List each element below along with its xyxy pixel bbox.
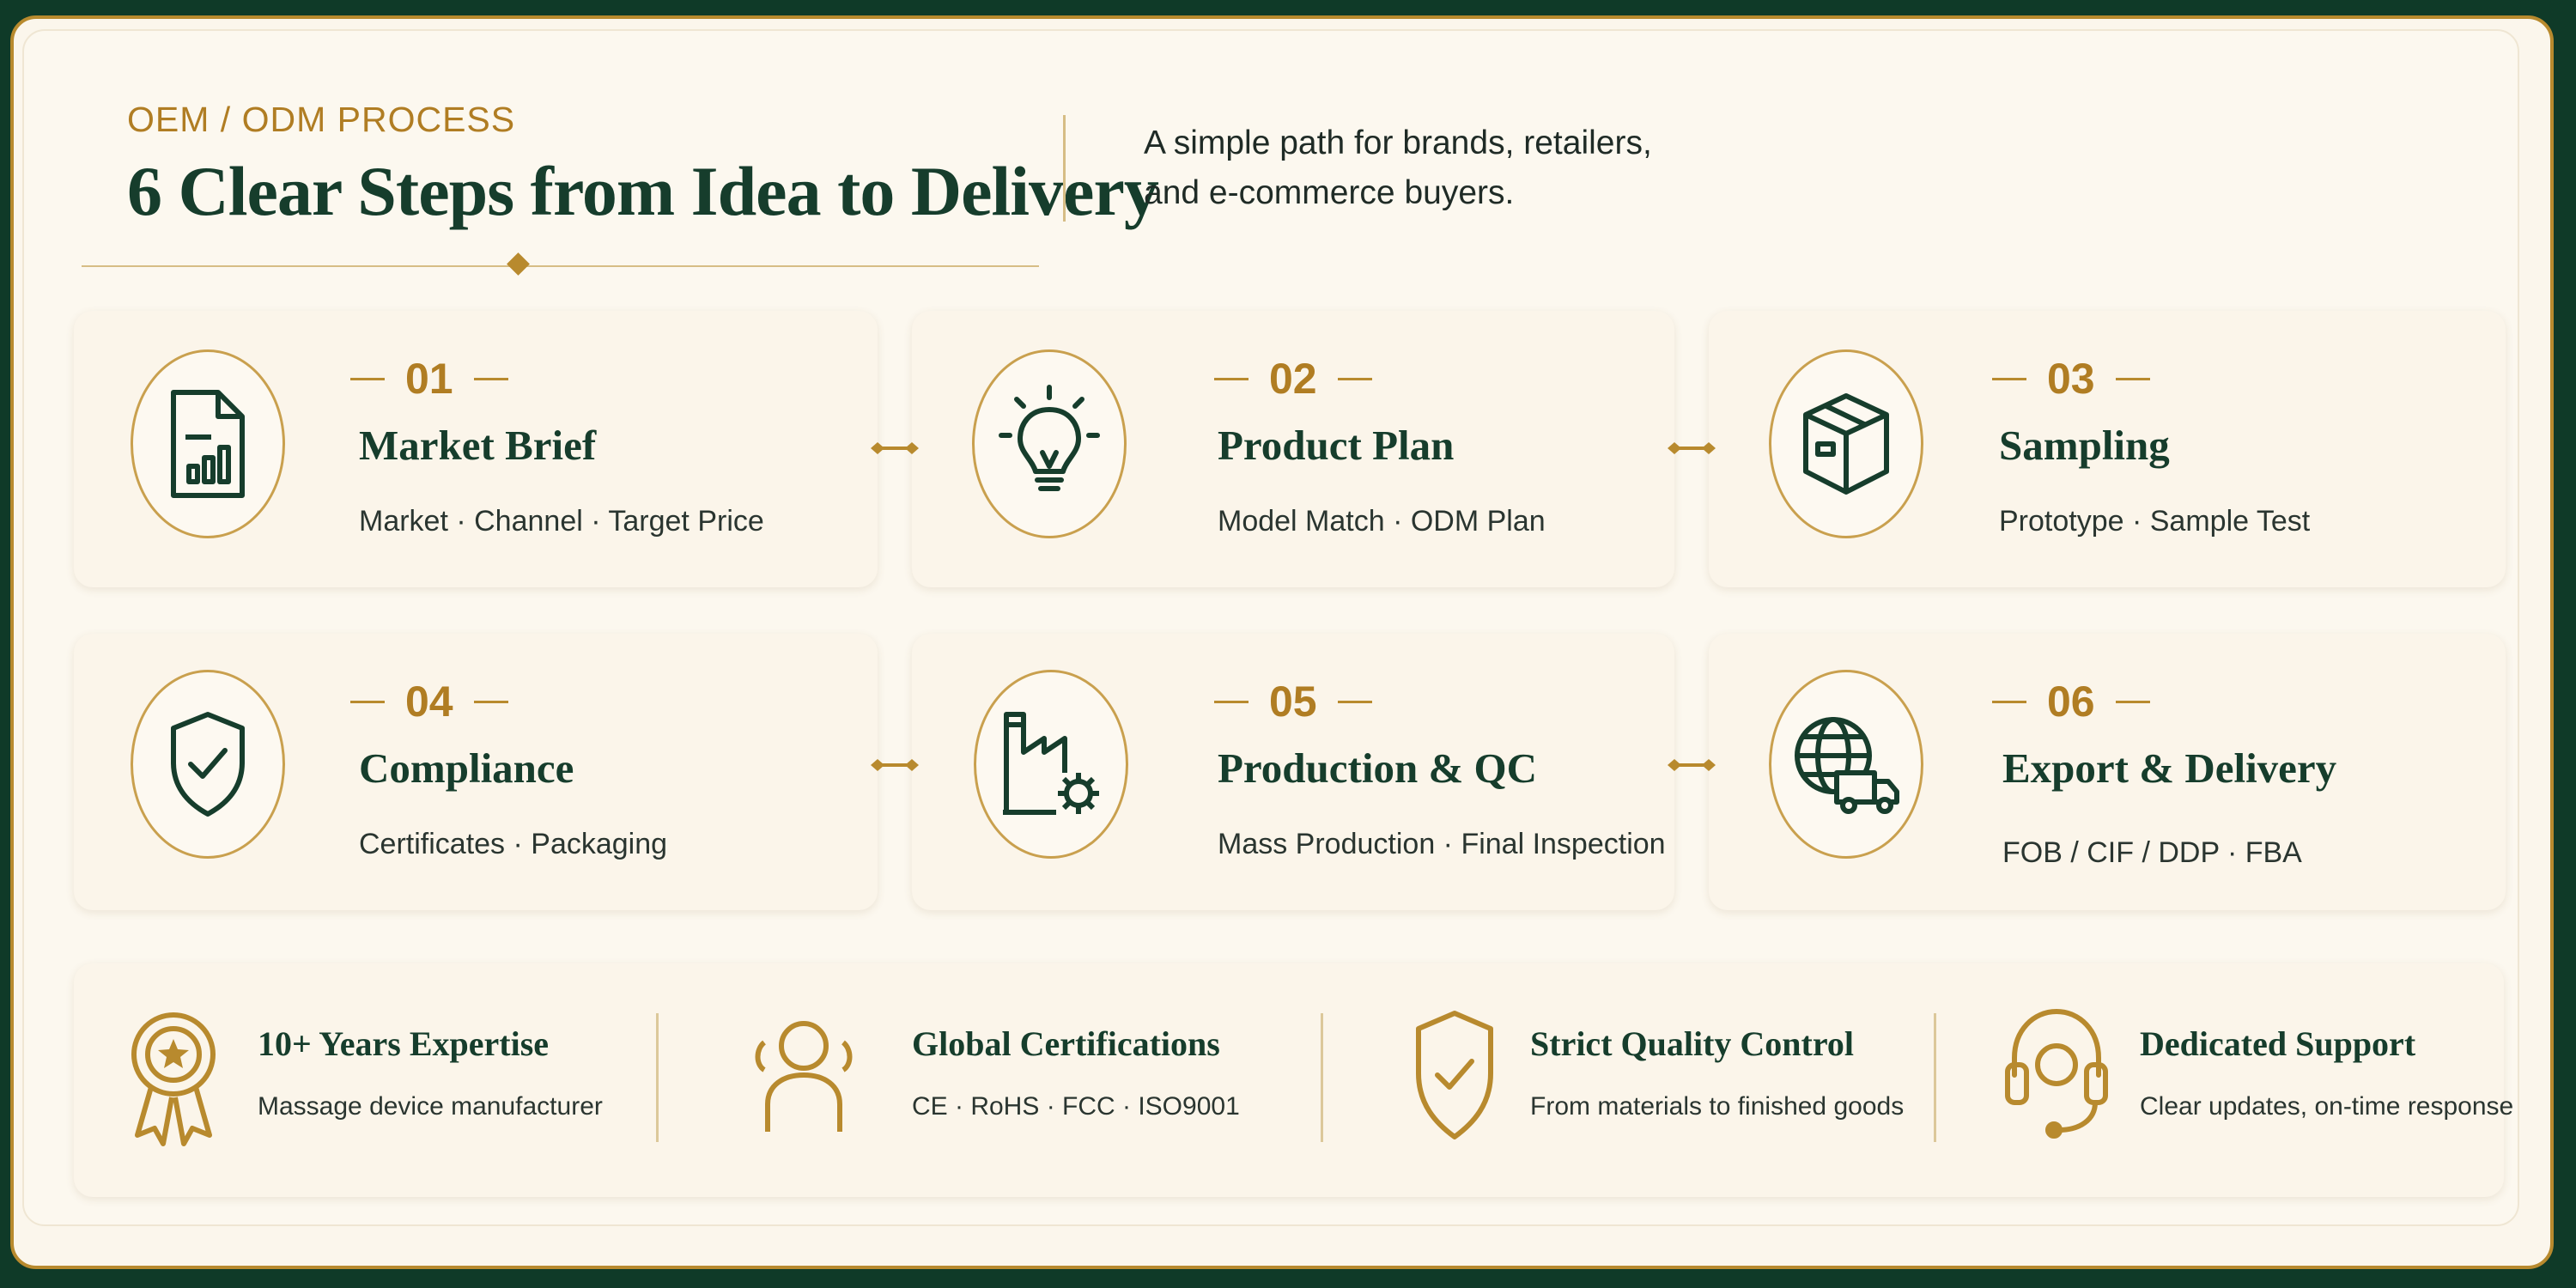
step-title: Product Plan [1218, 422, 1455, 469]
step-title: Production & QC [1218, 744, 1538, 792]
shield-check-icon [131, 670, 285, 859]
step-title: Market Brief [359, 422, 597, 469]
headset-icon [2005, 1009, 2108, 1139]
step-title: Sampling [1999, 422, 2170, 469]
subtitle-line-2: and e-commerce buyers. [1144, 174, 1515, 211]
page-subtitle: A simple path for brands, retailers, and… [1144, 118, 1745, 218]
page-title: 6 Clear Steps from Idea to Delivery [127, 152, 1159, 230]
feature-title: Dedicated Support [2140, 1024, 2416, 1063]
connector-arrow [871, 442, 919, 454]
document-chart-icon [131, 349, 285, 538]
factory-gear-icon [974, 670, 1128, 859]
lightbulb-icon [972, 349, 1127, 538]
step-number: 02 [1214, 354, 1372, 404]
step-desc: Prototype · Sample Test [1999, 505, 2311, 538]
step-card-06: 06 Export & Delivery FOB / CIF / DDP · F… [1709, 634, 2506, 910]
feature-divider [1934, 1013, 1936, 1142]
eyebrow-label: OEM / ODM PROCESS [127, 100, 516, 139]
feature-title: Strict Quality Control [1530, 1024, 1855, 1063]
shield-check-icon [1416, 1011, 1493, 1139]
header-divider [1063, 115, 1066, 222]
award-ribbon-icon [131, 1012, 216, 1146]
title-underline [82, 265, 1039, 267]
connector-arrow [1668, 759, 1716, 771]
feature-desc: Clear updates, on-time response [2140, 1092, 2514, 1121]
step-desc: FOB / CIF / DDP · FBA [2002, 836, 2302, 869]
features-bar: 10+ Years Expertise Massage device manuf… [74, 963, 2513, 1197]
feature-desc: From materials to finished goods [1530, 1092, 1905, 1121]
step-number: 03 [1992, 354, 2150, 404]
connector-arrow [1668, 442, 1716, 454]
people-icon [752, 1008, 855, 1137]
step-number: 05 [1214, 677, 1372, 726]
subtitle-line-1: A simple path for brands, retailers, [1144, 125, 1652, 161]
feature-divider [656, 1013, 659, 1142]
step-desc: Market · Channel · Target Price [359, 505, 764, 538]
step-card-02: 02 Product Plan Model Match · ODM Plan [912, 311, 1674, 587]
step-desc: Model Match · ODM Plan [1218, 505, 1546, 538]
step-desc: Certificates · Packaging [359, 828, 668, 860]
feature-title: Global Certifications [912, 1024, 1220, 1063]
step-number: 01 [350, 354, 508, 404]
step-number: 06 [1992, 677, 2150, 726]
connector-arrow [871, 759, 919, 771]
globe-truck-icon [1769, 670, 1923, 859]
feature-desc: Massage device manufacturer [258, 1092, 603, 1121]
step-card-04: 04 Compliance Certificates · Packaging [74, 634, 878, 910]
step-card-01: 01 Market Brief Market · Channel · Targe… [74, 311, 878, 587]
step-title: Export & Delivery [2002, 744, 2337, 792]
step-desc: Mass Production · Final Inspection [1218, 828, 1666, 860]
step-number: 04 [350, 677, 508, 726]
step-card-05: 05 Production & QC Mass Production · Fin… [912, 634, 1674, 910]
feature-title: 10+ Years Expertise [258, 1024, 550, 1063]
feature-divider [1321, 1013, 1323, 1142]
box-icon [1769, 349, 1923, 538]
step-card-03: 03 Sampling Prototype · Sample Test [1709, 311, 2506, 587]
feature-desc: CE · RoHS · FCC · ISO9001 [912, 1092, 1240, 1121]
step-title: Compliance [359, 744, 574, 792]
